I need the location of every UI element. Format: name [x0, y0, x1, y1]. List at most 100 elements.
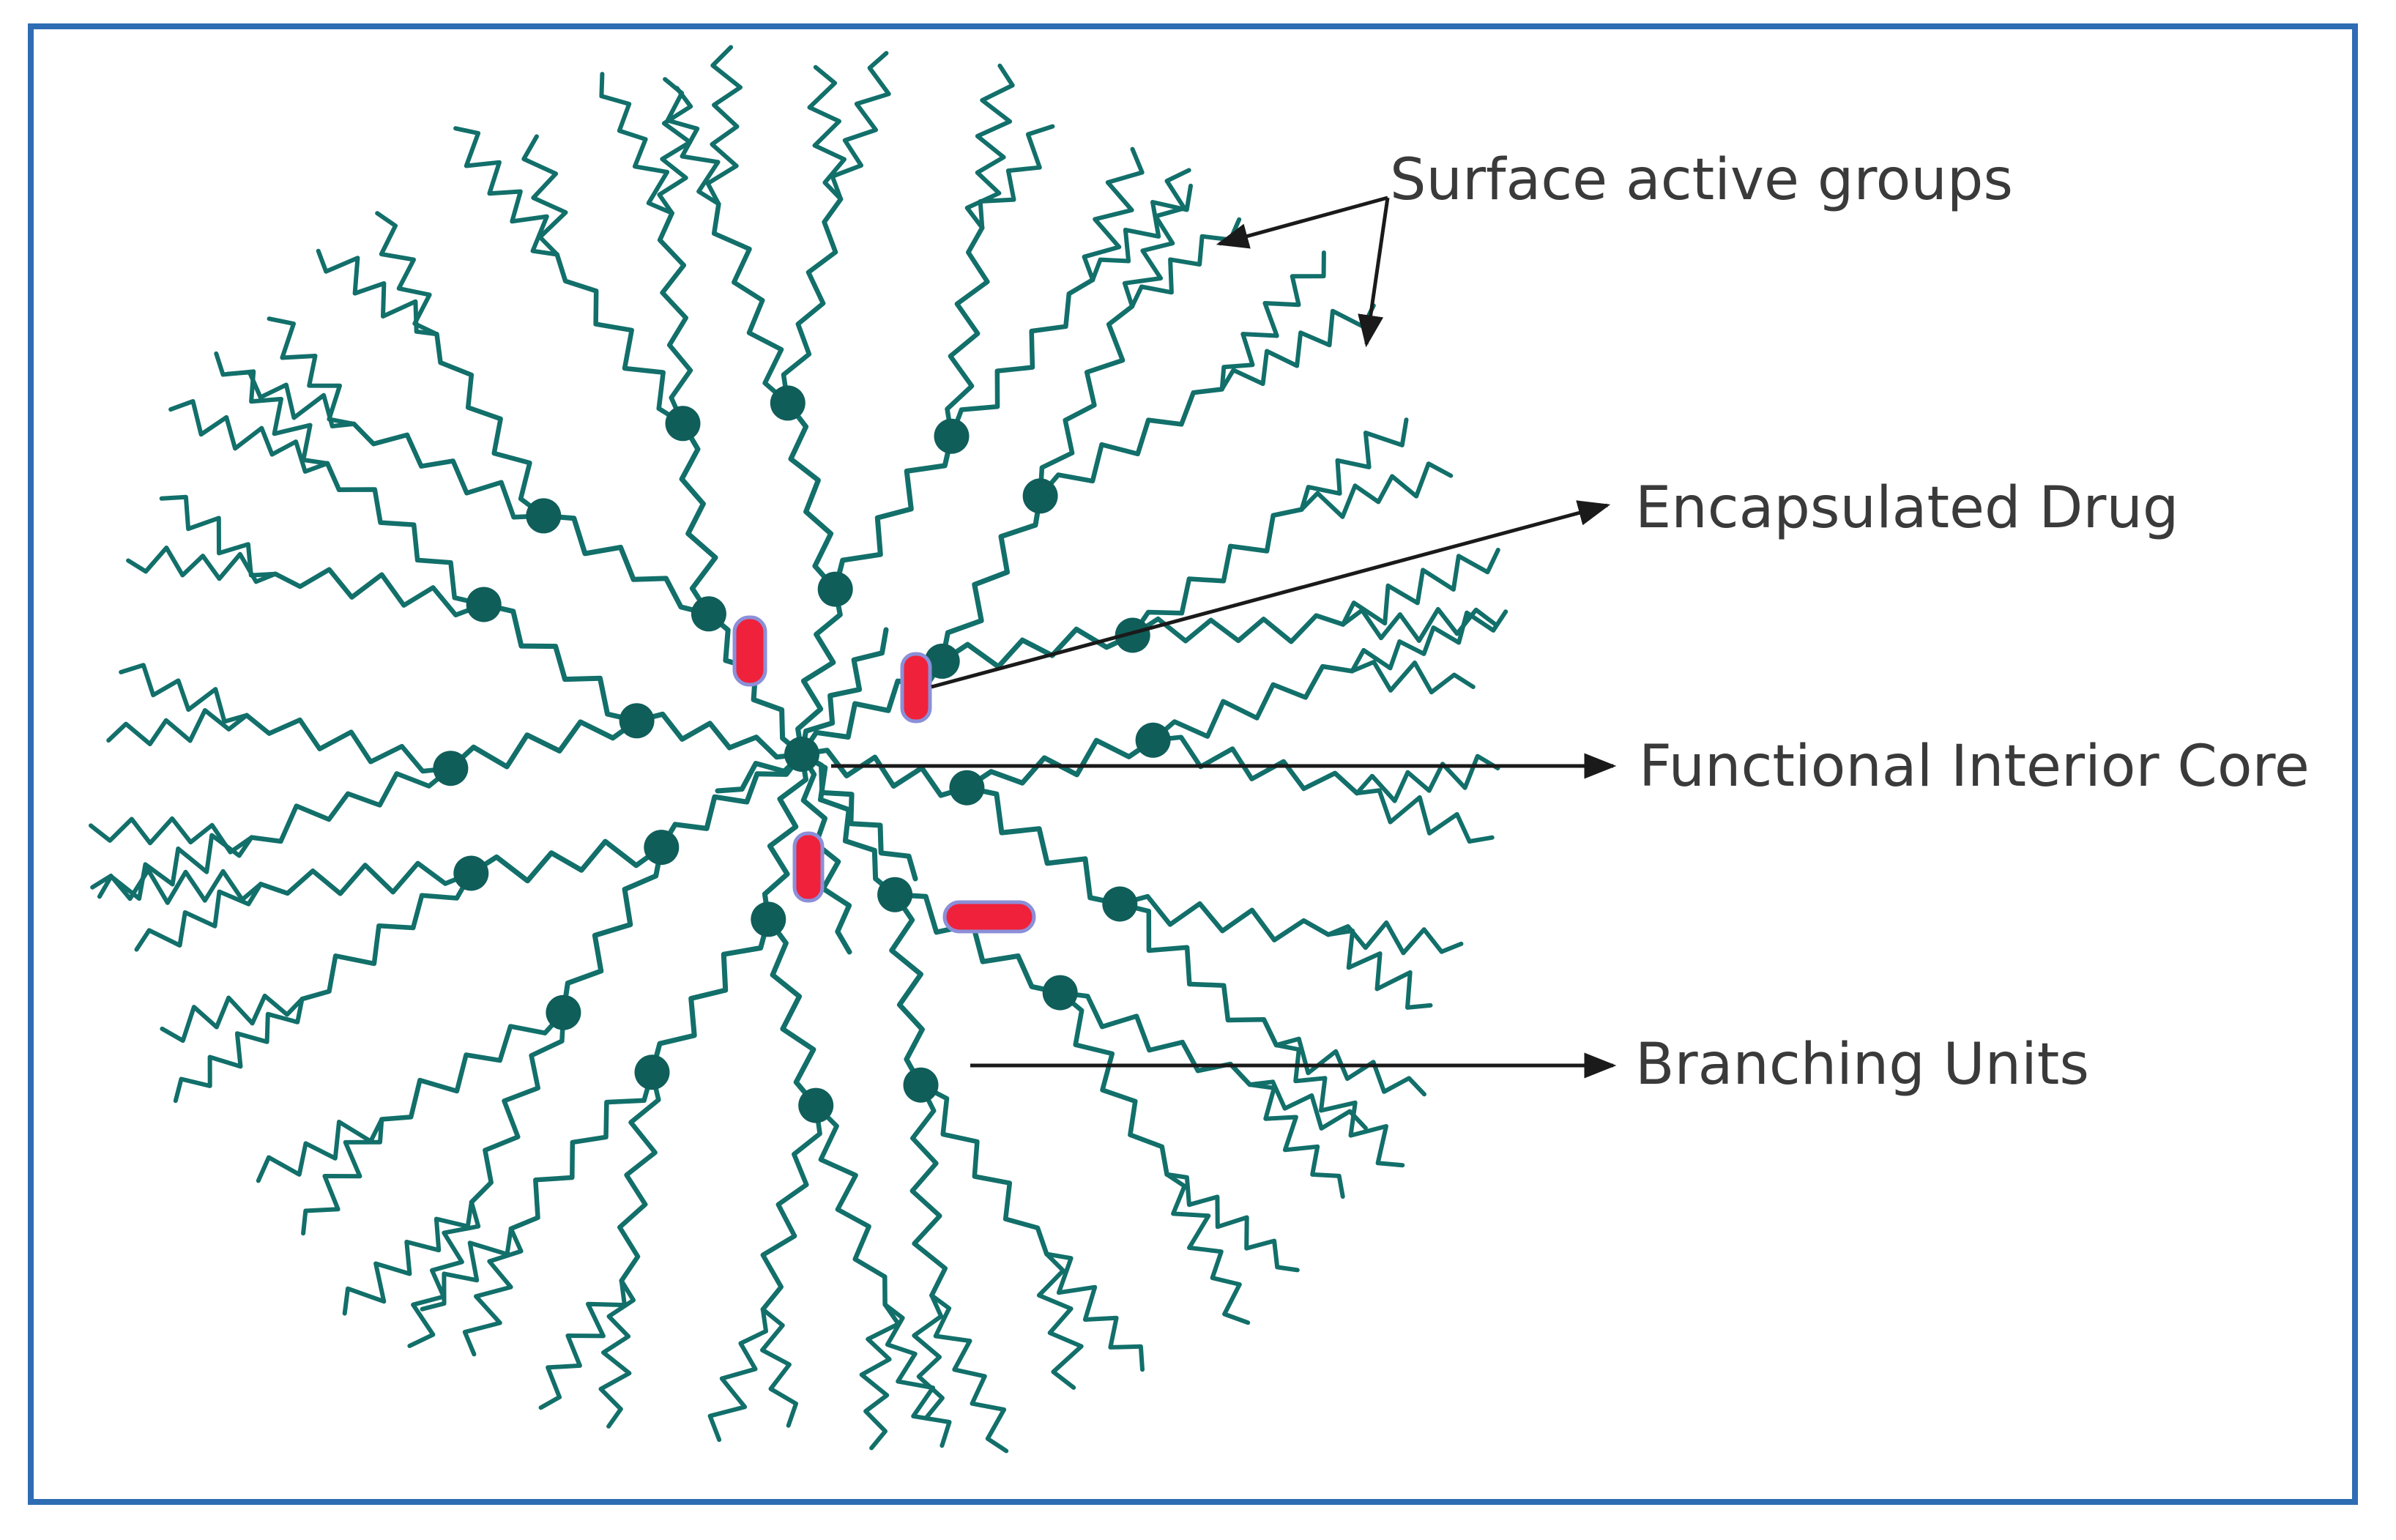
generation-3-branch: [258, 860, 474, 896]
generation-1-branch: [658, 751, 805, 850]
surface-active-group: [964, 63, 1015, 230]
generation-3-branch: [909, 1082, 948, 1298]
surface-active-group: [1350, 660, 1476, 695]
generation-2-branch: [892, 892, 1063, 996]
surface-active-group: [859, 1302, 901, 1451]
drug-molecule: [900, 652, 932, 723]
surface-active-group: [159, 494, 278, 578]
surface-active-group: [1247, 1079, 1368, 1131]
branching-unit-node: [546, 994, 581, 1030]
generation-2-branch: [679, 420, 718, 617]
generation-3-branch: [1038, 304, 1135, 499]
surface-active-group: [707, 1307, 768, 1443]
branching-unit-node: [691, 596, 726, 632]
branching-unit-node: [751, 901, 786, 937]
surface-active-group: [256, 1117, 384, 1183]
surface-active-group: [342, 1199, 474, 1316]
surface-active-group: [705, 45, 743, 207]
branching-unit-node: [634, 1054, 670, 1090]
surface-active-group: [599, 72, 674, 215]
surface-active-group: [106, 708, 249, 747]
surface-active-group: [168, 399, 330, 474]
surface-active-group: [1341, 606, 1498, 643]
branching-unit-node: [665, 406, 701, 442]
surface-active-group: [1341, 548, 1500, 627]
generation-2-branch: [540, 513, 712, 617]
surface-active-group: [1299, 461, 1454, 519]
generation-3-branch: [272, 567, 486, 618]
surface-active-group: [267, 316, 357, 426]
surface-active-group: [1036, 1251, 1084, 1390]
surface-active-group: [912, 1293, 945, 1420]
branching-unit-node: [619, 703, 655, 739]
branching-unit-node: [1115, 617, 1150, 653]
branching-unit-node: [453, 855, 489, 891]
surface-active-group: [462, 1226, 524, 1357]
callout-labels: Surface active groups Encapsulated Drug …: [1390, 147, 2310, 1098]
surface-active-group: [830, 51, 891, 201]
generation-3-branch: [508, 1070, 655, 1232]
generation-3-branch: [949, 277, 1095, 439]
surface-active-group: [1082, 146, 1145, 283]
surface-active-group: [1219, 250, 1326, 392]
surface-active-group: [1164, 1172, 1251, 1325]
generation-3-branch: [1130, 507, 1304, 638]
generation-3-branch: [1117, 893, 1331, 942]
drug-molecule: [792, 831, 825, 903]
surface-active-group: [119, 663, 249, 724]
drug-molecule: [942, 900, 1036, 934]
core-arm: [799, 627, 889, 757]
surface-active-group: [882, 1302, 952, 1448]
generation-2-branch: [833, 434, 954, 592]
branching-unit-node: [949, 770, 985, 806]
generation-2-branch: [481, 602, 640, 723]
branching-unit-node: [798, 1087, 834, 1123]
surface-active-group: [90, 868, 263, 905]
generation-3-branch: [945, 225, 990, 439]
generation-2-branch: [964, 737, 1156, 791]
branching-unit-node: [644, 830, 680, 866]
generation-3-branch: [554, 252, 685, 426]
dendrimer-structure: [89, 45, 1508, 1454]
surface-active-group: [978, 124, 1055, 230]
generation-3-branch: [1057, 990, 1169, 1177]
generation-3-branch: [469, 1010, 566, 1205]
branching-unit-node: [466, 587, 502, 622]
surface-active-group: [1299, 417, 1409, 512]
generation-3-branch: [434, 332, 546, 518]
generation-3-branch: [324, 461, 486, 607]
generation-3-branch: [711, 201, 791, 406]
generation-3-branch: [617, 1070, 661, 1284]
generation-2-branch: [468, 838, 664, 884]
generation-2-branch: [765, 916, 819, 1109]
surface-active-group: [929, 1293, 1009, 1454]
surface-active-group: [420, 1226, 513, 1312]
arrow-encapsulated-drug: [931, 500, 1611, 689]
surface-active-group: [521, 134, 568, 257]
branching-unit-node: [433, 751, 469, 786]
generation-3-branch: [781, 196, 844, 406]
core-arm: [799, 751, 918, 882]
surface-active-group: [375, 211, 439, 337]
generation-2-branch: [889, 892, 925, 1088]
branching-unit-node: [817, 571, 853, 607]
generation-1-branch: [634, 711, 805, 760]
generation-3-branch: [918, 1082, 1049, 1257]
branching-unit-node: [1022, 478, 1058, 514]
surface-active-group: [760, 1307, 798, 1428]
surface-active-group: [657, 86, 693, 215]
generation-1-branch: [795, 587, 843, 757]
generation-2-branch: [447, 718, 640, 771]
surface-active-group: [134, 882, 263, 952]
generation-3-branch: [1130, 613, 1346, 644]
generation-1-branch: [799, 748, 970, 798]
generation-3-branch: [1117, 901, 1279, 1048]
surface-active-group: [173, 997, 305, 1104]
label-surface-active-groups: Surface active groups: [1390, 147, 2013, 213]
surface-active-group: [1326, 929, 1433, 1010]
surface-active-group: [1273, 1036, 1426, 1097]
label-branching-units: Branching Units: [1635, 1032, 2089, 1098]
branching-unit-node: [903, 1067, 939, 1103]
